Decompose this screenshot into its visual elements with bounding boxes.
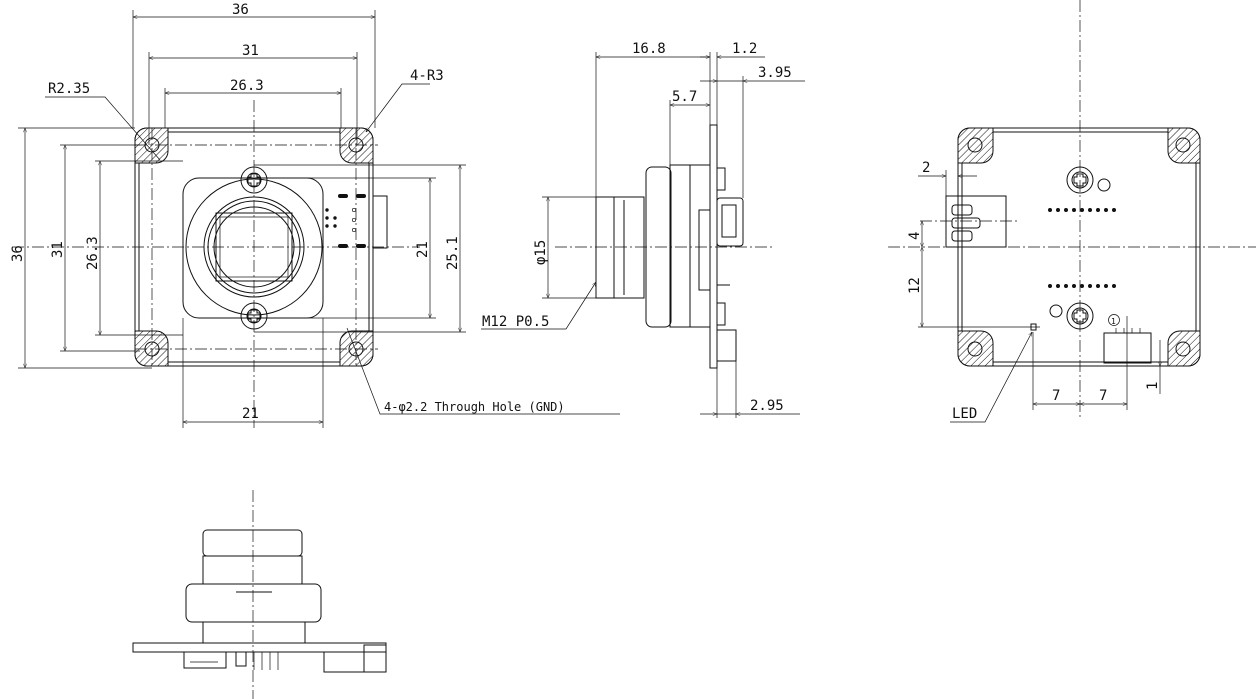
label-hole-radius: R2.35 (48, 81, 90, 97)
dimensions (18, 10, 620, 428)
lens-barrel (595, 196, 645, 299)
dim-height-holes: 31 (50, 241, 66, 258)
dimensions (481, 52, 805, 418)
dim-holder-width: 21 (242, 406, 259, 422)
dim-usb-depth: 3.95 (758, 65, 792, 81)
dim-width-holes: 31 (242, 43, 259, 59)
cable-connector (183, 651, 227, 669)
usb-connector (945, 195, 1007, 248)
screw-icon (1066, 166, 1111, 194)
dim-width-inner: 26.3 (230, 78, 264, 94)
pin1-marker (1108, 314, 1120, 326)
dimensions (918, 170, 1165, 423)
side-connector (716, 329, 737, 362)
dim-connector-x: 7 (1099, 388, 1107, 404)
dim-usb-overhang: 2 (922, 160, 930, 176)
components (325, 194, 388, 249)
pin-rows (1048, 208, 1116, 288)
cable-connector (1103, 332, 1152, 364)
label-through-hole: 4-φ2.2 Through Hole (GND) (384, 400, 565, 414)
front-view: 36 31 26.3 R2.35 4-R3 36 31 26.3 21 25.1… (10, 2, 620, 428)
lens-barrel (202, 529, 303, 557)
label-led: LED (952, 406, 977, 422)
mounting-holes (134, 127, 374, 367)
pcb (132, 642, 387, 653)
pin1-label: 1 (1111, 317, 1116, 326)
back-view: 1 2 4 12 7 7 1 LED (888, 0, 1256, 423)
lens-holder (182, 177, 324, 319)
dim-width-outer: 36 (232, 2, 249, 18)
pcb (709, 124, 718, 369)
dim-usb-offset: 4 (907, 232, 923, 240)
usb-connector (716, 197, 744, 247)
dim-pcb-thickness: 1.2 (732, 41, 757, 57)
mounting-holes (957, 127, 1201, 367)
usb-connector (323, 651, 365, 673)
dim-lens-length: 16.8 (632, 41, 666, 57)
dim-connector-y: 1 (1145, 382, 1161, 390)
dim-holder-depth: 5.7 (672, 89, 697, 105)
dim-height-outer: 36 (10, 245, 26, 262)
dim-lens-diameter: φ15 (533, 240, 549, 265)
lens-holder (185, 583, 322, 623)
dim-height-inner: 26.3 (85, 236, 101, 270)
label-thread: M12 P0.5 (482, 314, 549, 330)
side-view: 16.8 1.2 3.95 5.7 φ15 M12 P0.5 2.95 (481, 41, 805, 418)
dim-connector-depth: 2.95 (750, 398, 784, 414)
bottom-view (132, 490, 387, 699)
dim-led-x: 7 (1052, 388, 1060, 404)
dim-holder-height: 21 (415, 241, 431, 258)
label-corner-radius: 4-R3 (410, 68, 444, 84)
screw-icon (1049, 302, 1094, 330)
dim-screw-span: 25.1 (445, 236, 461, 270)
dim-led-offset: 12 (907, 277, 923, 294)
